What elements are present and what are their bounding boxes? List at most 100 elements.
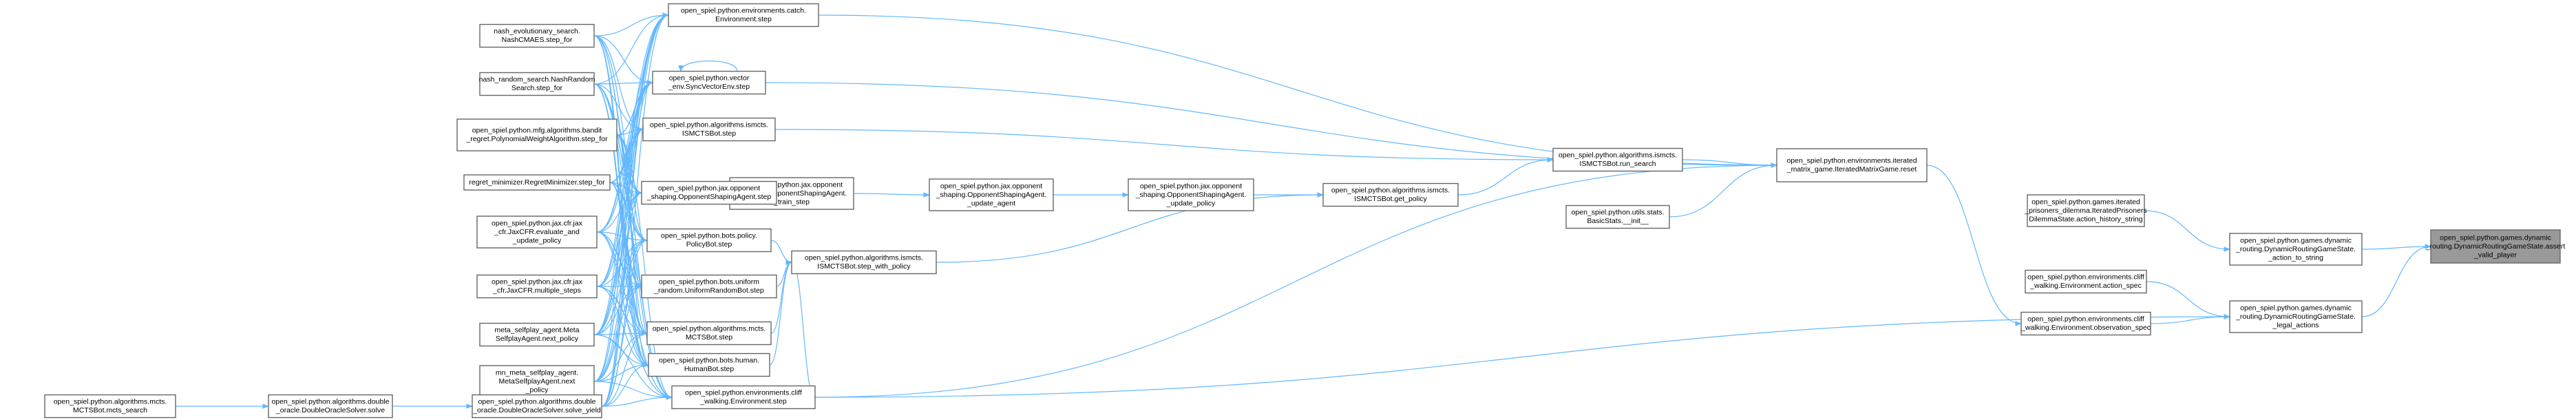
edge-ist-to-rs xyxy=(774,129,1554,162)
node-label-line: Environment.step xyxy=(715,15,772,23)
edge-dsy-to-hb xyxy=(601,362,649,407)
node-label-line: open_spiel.python.bots.human. xyxy=(659,357,759,365)
edge-gp-to-rs xyxy=(1457,157,1554,196)
node-label-line: MetaSelfplayAgent.next xyxy=(499,377,576,386)
graph-node-msa[interactable]: meta_selfplay_agent.MetaSelfplayAgent.ne… xyxy=(479,322,595,347)
node-box xyxy=(641,180,777,205)
edge-ipd-to-ats xyxy=(2144,210,2230,252)
edge-cws-to-swp xyxy=(791,260,816,398)
graph-node-swp[interactable]: open_spiel.python.algorithms.ismcts.ISMC… xyxy=(791,250,937,275)
graph-node-osst[interactable]: open_spiel.python.jax.opponent_shaping.O… xyxy=(641,180,777,205)
node-box xyxy=(2027,194,2145,227)
graph-node-mcts[interactable]: open_spiel.python.algorithms.mcts.MCTSBo… xyxy=(646,321,772,346)
graph-node-gp[interactable]: open_spiel.python.algorithms.ismcts.ISMC… xyxy=(1322,182,1459,207)
edge-msa-to-urb xyxy=(593,284,642,335)
graph-node-nrs[interactable]: nash_random_search.NashRandomSearch.step… xyxy=(479,72,595,96)
node-label-line: open_spiel.python.games.dynamic xyxy=(2440,233,2551,242)
graph-node-osua[interactable]: open_spiel.python.jax.opponent_shaping.O… xyxy=(929,178,1054,211)
edge-mnmsa-to-osst xyxy=(593,190,642,382)
graph-node-mnmsa[interactable]: mn_meta_selfplay_agent.MetaSelfplayAgent… xyxy=(479,365,595,398)
node-layer: open_spiel.python.games.dynamic_routing.… xyxy=(44,3,2566,419)
node-label-line: _shaping.OpponentShapingAgent. xyxy=(936,191,1047,199)
node-box xyxy=(929,178,1054,211)
node-label-line: _walking.Environment.step xyxy=(699,397,787,406)
graph-node-ds[interactable]: open_spiel.python.algorithms.double_orac… xyxy=(268,394,393,419)
edge-msa-to-cws xyxy=(593,334,673,400)
graph-node-rm[interactable]: regret_minimizer.RegretMinimizer.step_fo… xyxy=(463,174,611,191)
graph-node-la[interactable]: open_spiel.python.games.dynamic_routing.… xyxy=(2229,300,2363,333)
node-label-line: open_spiel.python.jax.opponent xyxy=(658,185,760,193)
graph-node-ms[interactable]: open_spiel.python.algorithms.mcts.MCTSBo… xyxy=(44,394,176,419)
edge-cfr2-to-hb xyxy=(596,286,649,368)
graph-node-pb[interactable]: open_spiel.python.bots.policy.PolicyBot.… xyxy=(646,228,772,253)
graph-node-catch[interactable]: open_spiel.python.environments.catch.Env… xyxy=(668,3,819,28)
node-label-line: nash_random_search.NashRandom xyxy=(479,76,595,84)
node-label-line: _regret.PolynomialWeightAlgorithm.step_f… xyxy=(465,135,608,143)
graph-node-t[interactable]: open_spiel.python.games.dynamic_routing.… xyxy=(2425,229,2566,264)
node-label-line: open_spiel.python.algorithms.ismcts. xyxy=(650,121,768,129)
node-label-line: open_spiel.python.jax.opponent xyxy=(940,182,1042,190)
edge-catch-to-imr xyxy=(818,14,1777,168)
edge-nrs-to-catch xyxy=(593,12,669,85)
edge-vec-to-vec xyxy=(678,60,738,72)
node-label-line: open_spiel.python.environments.catch. xyxy=(681,7,806,15)
node-label-line: mn_meta_selfplay_agent. xyxy=(496,368,578,377)
graph-node-ats[interactable]: open_spiel.python.games.dynamic_routing.… xyxy=(2229,233,2363,266)
edge-nrs-to-pb xyxy=(593,83,648,243)
node-label-line: BasicStats.__init__ xyxy=(1587,217,1648,225)
node-label-line: _routing.DynamicRoutingGameState.assert xyxy=(2425,242,2566,251)
graph-node-bs[interactable]: open_spiel.python.utils.stats.BasicStats… xyxy=(1565,204,1670,229)
node-label-line: _legal_actions xyxy=(2272,321,2319,329)
graph-node-cws[interactable]: open_spiel.python.environments.cliff_wal… xyxy=(671,385,816,410)
edge-cfr1-to-catch xyxy=(596,12,669,233)
node-label-line: open_spiel.python.games.iterated xyxy=(2031,198,2140,206)
node-label-line: regret_minimizer.RegretMinimizer.step_fo… xyxy=(469,178,605,187)
node-label-line: open_spiel.python.algorithms.ismcts. xyxy=(1559,151,1677,160)
graph-node-ist[interactable]: open_spiel.python.algorithms.ismcts.ISMC… xyxy=(642,117,776,142)
edge-layer xyxy=(176,12,2431,409)
graph-node-cfr2[interactable]: open_spiel.python.jax.cfr.jax_cfr.JaxCFR… xyxy=(476,274,598,299)
node-label-line: open_spiel.python.algorithms.mcts. xyxy=(653,325,766,333)
graph-node-osup[interactable]: open_spiel.python.jax.opponent_shaping.O… xyxy=(1128,178,1254,211)
graph-node-imr[interactable]: open_spiel.python.environments.iterated_… xyxy=(1776,148,1928,182)
node-label-line: ISMCTSBot.get_policy xyxy=(1354,195,1427,203)
node-label-line: _walking.Environment.observation_spec xyxy=(2020,324,2151,332)
edge-hb-to-swp xyxy=(769,260,792,366)
node-label-line: _oracle.DoubleOracleSolver.solve xyxy=(275,406,385,414)
node-box xyxy=(642,117,776,142)
node-label-line: open_spiel.python.games.dynamic xyxy=(2240,236,2352,244)
graph-node-cfr1[interactable]: open_spiel.python.jax.cfr.jax_cfr.JaxCFR… xyxy=(476,216,598,249)
node-box xyxy=(476,216,598,249)
edge-mnmsa-to-hb xyxy=(593,362,649,382)
graph-node-nes[interactable]: nash_evolutionary_search.NashCMAES.step_… xyxy=(479,23,595,48)
edge-msa-to-ist xyxy=(593,127,644,335)
node-label-line: MCTSBot.step xyxy=(686,333,732,342)
node-label-line: open_spiel.python.utils.stats. xyxy=(1572,209,1665,217)
node-label-line: open_spiel.python.environments.iterated xyxy=(1786,157,1917,165)
edge-cfr2-to-pb xyxy=(596,238,648,287)
graph-node-rs[interactable]: open_spiel.python.algorithms.ismcts.ISMC… xyxy=(1552,147,1683,172)
node-label-line: open_spiel.python.vector xyxy=(669,74,750,83)
graph-node-cwas[interactable]: open_spiel.python.environments.cliff_wal… xyxy=(2025,269,2147,294)
graph-node-vec[interactable]: open_spiel.python.vector_env.SyncVectorE… xyxy=(652,70,766,95)
node-label-line: open_spiel.python.algorithms.ismcts. xyxy=(805,254,923,262)
node-box xyxy=(479,72,595,96)
graph-node-cwos[interactable]: open_spiel.python.environments.cliff_wal… xyxy=(2020,311,2151,336)
graph-node-urb[interactable]: open_spiel.python.bots.uniform_random.Un… xyxy=(641,274,777,299)
node-box xyxy=(671,385,816,410)
graph-node-ipd[interactable]: open_spiel.python.games.iterated_prisone… xyxy=(2024,194,2147,227)
node-label-line: SelfplayAgent.next_policy xyxy=(496,335,579,343)
graph-node-mfg[interactable]: open_spiel.python.mfg.algorithms.bandit_… xyxy=(456,118,617,151)
graph-node-dsy[interactable]: open_spiel.python.algorithms.double_orac… xyxy=(472,394,602,419)
node-label-line: open_spiel.python.games.dynamic xyxy=(2240,304,2352,312)
edge-mnmsa-to-mcts xyxy=(593,330,648,382)
node-box xyxy=(646,228,772,253)
node-label-line: open_spiel.python.bots.uniform xyxy=(659,278,759,286)
graph-node-hb[interactable]: open_spiel.python.bots.human.HumanBot.st… xyxy=(648,353,770,377)
node-label-line: _cfr.JaxCFR.multiple_steps xyxy=(492,286,581,295)
node-box xyxy=(463,174,611,191)
node-label-line: open_spiel.python.jax.opponent xyxy=(1140,182,1242,190)
node-box xyxy=(479,322,595,347)
node-label-line: _prisoners_dilemma.IteratedPrisoners xyxy=(2024,207,2146,215)
node-box xyxy=(472,394,602,419)
